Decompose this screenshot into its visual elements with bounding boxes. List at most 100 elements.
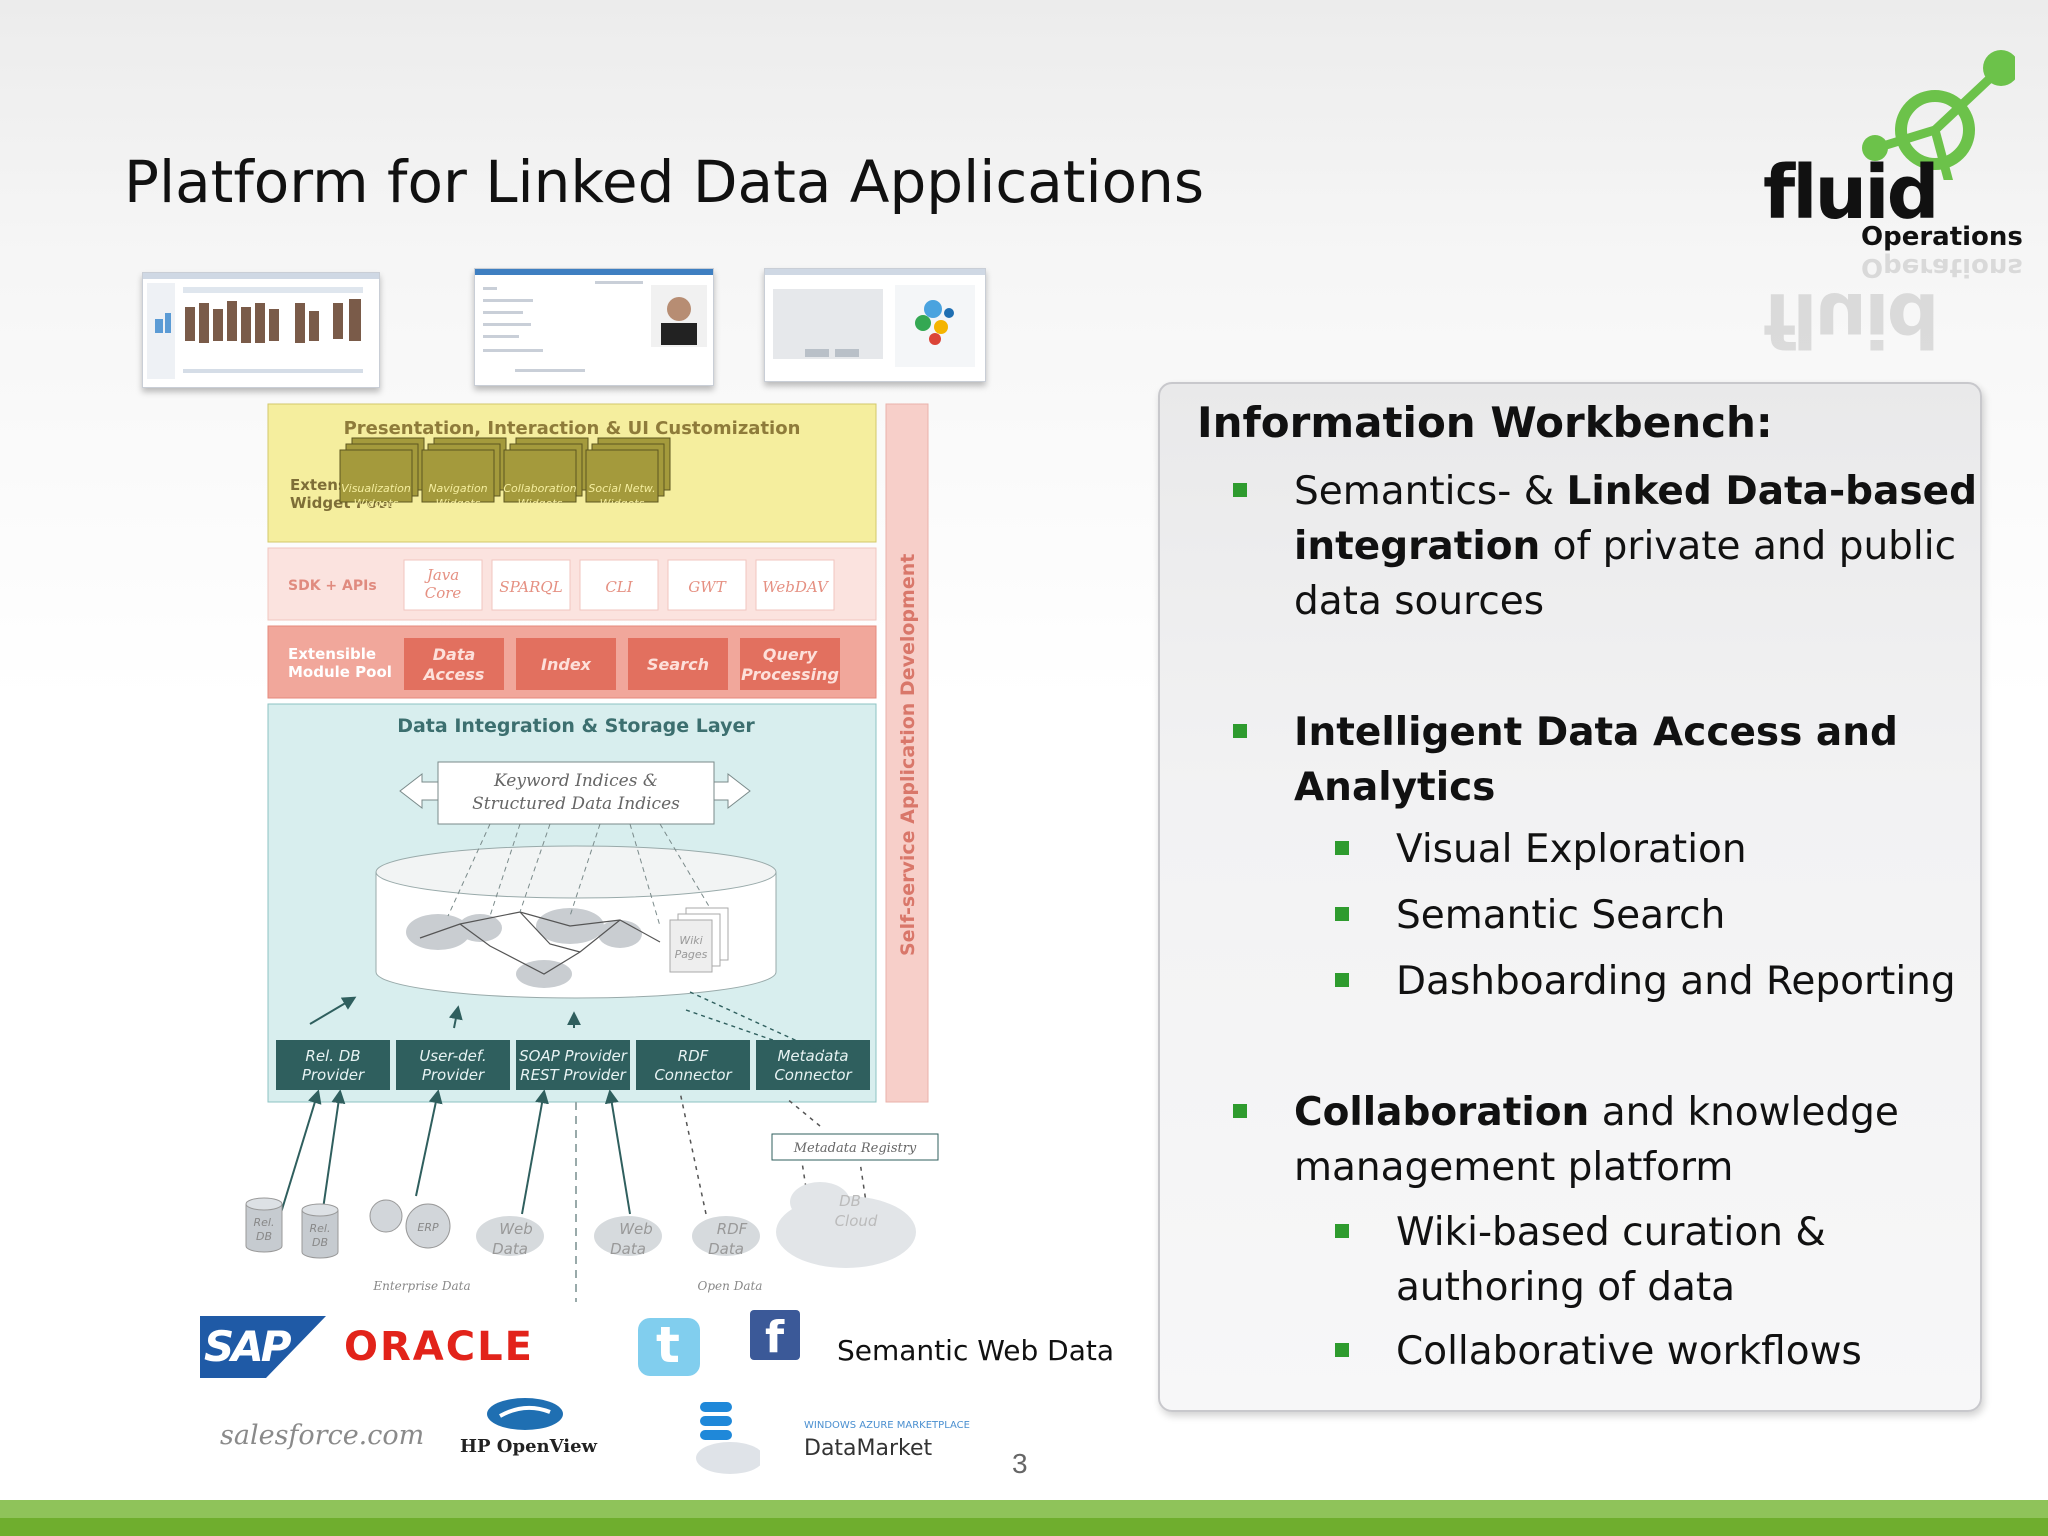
logo-reflection: fluid Operations [1763,252,2023,360]
svg-text:Provider: Provider [302,1066,365,1084]
module-label-2: Module Pool [288,663,392,681]
svg-text:Cloud: Cloud [835,1212,878,1230]
svg-text:Visualization: Visualization [341,482,411,495]
svg-text:Data: Data [610,1240,646,1258]
semantic-web-data-label: Semantic Web Data [837,1334,1115,1367]
svg-text:SPARQL: SPARQL [499,578,562,596]
svg-text:Widgets: Widgets [354,497,399,510]
rel-db-source-2: Rel. DB [301,1203,339,1259]
web-data-cloud-2: Web Data [594,1216,662,1258]
svg-text:Navigation: Navigation [428,482,487,495]
bullet-square-icon [1335,973,1349,987]
api-box: SPARQL [491,559,571,611]
salesforce-logo: salesforce.com [220,1420,425,1451]
bullet-3-text: Collaboration and knowledge management p… [1294,1090,1899,1190]
svg-text:Widgets: Widgets [436,497,481,510]
api-box: WebDAV [755,559,835,611]
metadata-registry [771,1133,939,1161]
svg-text:Web: Web [619,1220,653,1238]
page-number: 3 [1012,1448,1028,1479]
open-data-label: Open Data [698,1279,763,1293]
screenshot-thumbnail-gallery [142,272,380,388]
svg-text:Wiki: Wiki [679,934,702,947]
oracle-logo: ORACLE [344,1324,534,1370]
svg-text:RDF: RDF [717,1220,748,1238]
web-data-cloud-1: Web Data [476,1216,544,1258]
bullet-2-text: Intelligent Data Access and Analytics [1294,710,1898,810]
self-service-column [885,403,929,1103]
bullet-square-icon [1335,841,1349,855]
logo-subword: Operations [1861,222,2023,252]
svg-text:Processing: Processing [741,665,839,684]
svg-text:Java: Java [424,566,459,584]
sub-bullet-visual-exploration: Visual Exploration [1396,827,1747,872]
sub-bullet-dashboarding: Dashboarding and Reporting [1396,959,1956,1004]
svg-text:Pages: Pages [675,948,708,961]
module-box: Search [628,638,728,690]
db-cloud-icon: DB Cloud [776,1182,916,1268]
svg-text:User-def.: User-def. [419,1047,486,1065]
svg-text:Rel.: Rel. [310,1222,331,1235]
bullet-square-icon [1335,1343,1349,1357]
storage-layer-title: Data Integration & Storage Layer [397,715,755,737]
svg-text:Core: Core [425,584,462,602]
svg-text:Widgets: Widgets [600,497,645,510]
svg-text:Web: Web [499,1220,533,1238]
architecture-diagram: Self-service Application Development Pre… [245,403,939,1302]
widget-stack: Social Netw. Widgets [585,437,671,510]
enterprise-data-label: Enterprise Data [372,1279,470,1293]
datamarket-logo: WINDOWS AZURE MARKETPLACE DataMarket [690,1398,990,1488]
sub-bullet-collaborative-workflows: Collaborative workflows [1396,1329,1862,1374]
presentation-layer-title: Presentation, Interaction & UI Customiza… [344,418,801,439]
svg-text:Data: Data [492,1240,528,1258]
svg-text:REST Provider: REST Provider [520,1066,627,1084]
wiki-pages-icon: Wiki Pages [669,907,729,973]
svg-text:Connector: Connector [774,1066,852,1084]
svg-text:Query: Query [763,645,818,664]
svg-text:Widgets: Widgets [518,497,563,510]
screenshot-thumbnail-profile [474,268,714,386]
bullet-1-text: Semantics- & Linked Data-based integrati… [1294,469,1978,624]
svg-text:Index: Index [541,655,592,674]
footer-band-bottom [0,1518,2048,1536]
indices-box [437,761,715,825]
api-box: CLI [579,559,659,611]
module-box: Index [516,638,616,690]
svg-text:Social Netw.: Social Netw. [588,482,655,495]
svg-text:RDF: RDF [678,1047,709,1065]
api-box: GWT [667,559,747,611]
svg-text:Access: Access [422,665,485,684]
self-service-label: Self-service Application Development [897,554,919,956]
svg-text:DB: DB [312,1236,328,1249]
svg-text:Collaboration: Collaboration [503,482,576,495]
svg-text:WebDAV: WebDAV [762,578,830,596]
rel-db-source-1: Rel. DB [245,1197,283,1253]
hp-openview-logo: HP OpenView [460,1394,597,1464]
svg-text:Connector: Connector [654,1066,732,1084]
bullet-square-icon [1233,1104,1247,1118]
svg-text:Data: Data [708,1240,744,1258]
svg-text:SOAP Provider: SOAP Provider [519,1047,628,1065]
indices-line-1: Keyword Indices & [493,771,658,791]
rdf-data-cloud: RDF Data [692,1216,760,1258]
twitter-logo: t [638,1316,700,1376]
sub-bullet-wiki-curation: Wiki-based curation & authoring of data [1396,1210,1826,1310]
slide-title: Platform for Linked Data Applications [124,148,1205,216]
fluid-operations-logo: fluid Operations fluid Operations [1755,40,2023,360]
svg-text:Search: Search [647,655,709,674]
svg-text:Rel. DB: Rel. DB [305,1047,360,1065]
svg-text:GWT: GWT [688,578,726,596]
sub-bullet-semantic-search: Semantic Search [1396,893,1726,938]
information-workbench-box: Information Workbench: Semantics- & Link… [1158,382,1982,1412]
sdk-label: SDK + APIs [288,578,377,594]
bullet-square-icon [1233,724,1247,738]
svg-text:Rel.: Rel. [254,1216,275,1229]
